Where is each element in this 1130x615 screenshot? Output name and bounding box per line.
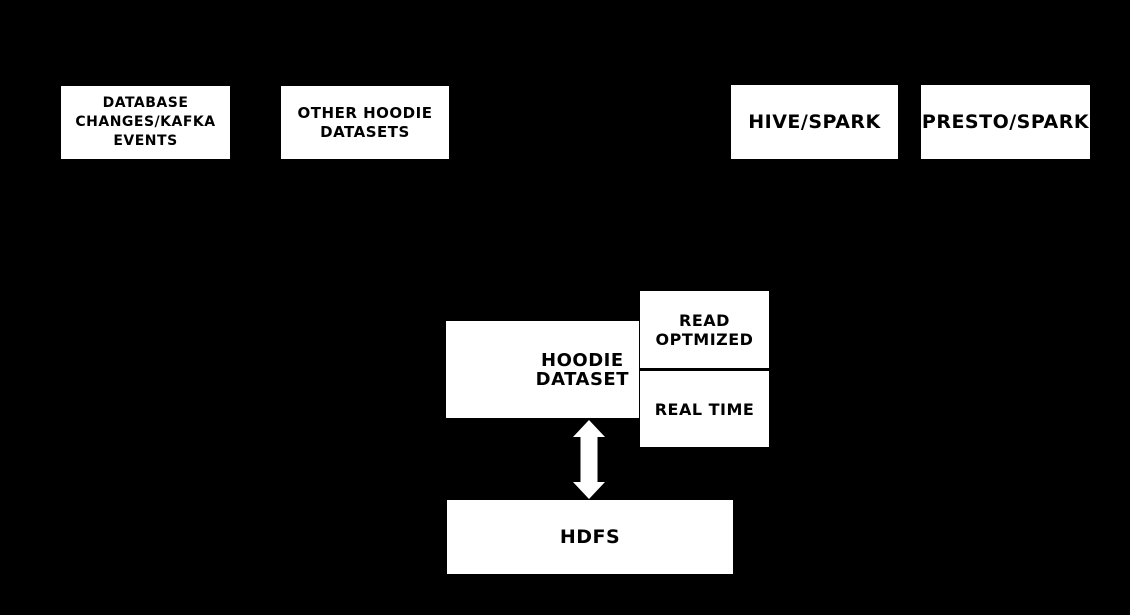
node-label-line: OPTMIZED: [655, 329, 754, 349]
node-hive-spark: HIVE/SPARK: [731, 85, 898, 159]
node-real-time-view: REAL TIME: [640, 371, 769, 447]
node-label: HIVE/SPARK: [748, 111, 881, 133]
node-database-changes-kafka-events: DATABASE CHANGES/KAFKA EVENTS: [61, 86, 230, 159]
node-label-line: EVENTS: [113, 133, 178, 149]
node-label: REAL TIME: [654, 399, 755, 419]
node-hoodie-dataset: HOODIE DATASET: [446, 321, 639, 418]
node-label: PRESTO/SPARK: [921, 111, 1090, 133]
node-label-line: OTHER HOODIE: [297, 103, 433, 122]
node-label-line: CHANGES/KAFKA: [75, 114, 216, 130]
node-label-line: DATASETS: [320, 122, 410, 141]
node-other-hoodie-datasets: OTHER HOODIE DATASETS: [281, 86, 449, 159]
node-label-line: READ: [679, 310, 730, 330]
node-read-optimized-view: READ OPTMIZED: [640, 291, 769, 368]
node-label: HDFS: [559, 526, 621, 548]
node-label-line: DATABASE: [102, 95, 189, 111]
node-hdfs: HDFS: [447, 500, 733, 574]
node-label-group: HOODIE DATASET: [536, 351, 629, 389]
node-label-line: HOODIE: [541, 349, 624, 371]
node-presto-spark: PRESTO/SPARK: [921, 85, 1090, 159]
node-label-line: DATASET: [535, 368, 629, 390]
double-vertical-arrow-icon: [573, 420, 605, 499]
